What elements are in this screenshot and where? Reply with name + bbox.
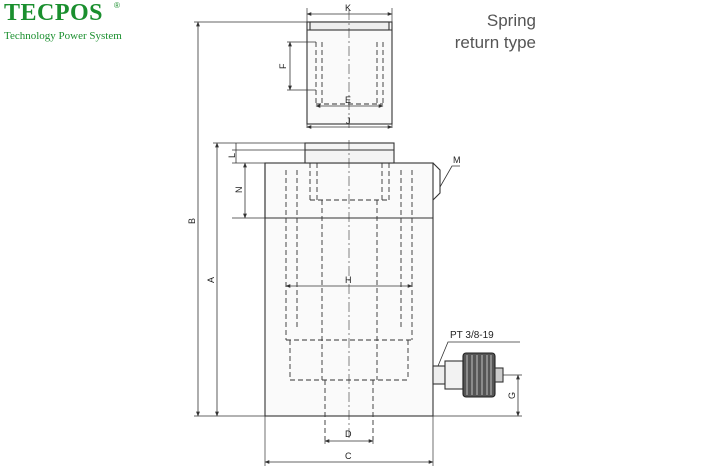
coupler-fitting (432, 352, 504, 398)
dim-label-h: H (345, 275, 352, 285)
port-label: PT 3/8-19 (450, 330, 494, 341)
dim-label-k: K (345, 3, 351, 13)
dim-label-j: J (346, 116, 351, 126)
title-line-1: Spring (486, 11, 536, 30)
saddle-part (306, 10, 393, 130)
dim-label-c: C (345, 451, 352, 461)
logo-wordmark: TECPOS (4, 0, 104, 26)
dimension-lines (196, 12, 520, 464)
drawing-title: Spring return type (455, 10, 536, 54)
registered-mark: ® (114, 1, 120, 10)
dim-label-e: E (345, 95, 351, 105)
dim-label-n: N (234, 187, 244, 194)
title-line-2: return type (454, 33, 536, 52)
dim-label-f: F (278, 63, 288, 69)
cylinder-body (264, 140, 441, 440)
dim-label-m: M (453, 155, 461, 165)
dim-label-l: L (227, 153, 237, 158)
dim-label-g: G (507, 392, 517, 399)
dim-label-a: A (206, 277, 216, 283)
dim-label-d: D (345, 429, 352, 439)
logo-tagline: Technology Power System (4, 30, 122, 42)
dim-label-b: B (187, 218, 197, 224)
